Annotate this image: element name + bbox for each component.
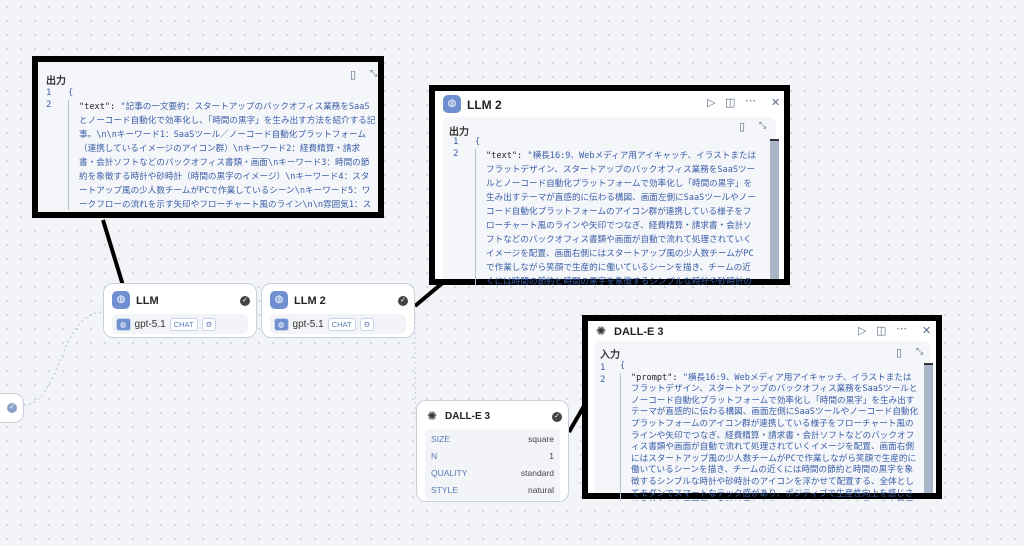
json-key: "prompt":: [631, 372, 678, 383]
book-icon[interactable]: ◫: [725, 97, 736, 109]
json-value: "横長16:9、Webメディア用アイキャッチ、イラストまたはフラットデザイン、ス…: [486, 151, 757, 285]
line-number: 2: [46, 100, 52, 110]
line-number: 2: [600, 375, 606, 385]
collapse-icon[interactable]: ⤡: [370, 68, 378, 78]
collapse-icon[interactable]: ⤡: [916, 346, 924, 356]
scrollbar[interactable]: [924, 363, 933, 493]
node-title: DALL-E 3: [445, 411, 490, 422]
model-icon: ◍: [274, 317, 289, 331]
settings-icon[interactable]: ⚙: [359, 317, 375, 331]
line-number: 1: [600, 363, 606, 373]
code-viewer[interactable]: { "text": "記事の一文要約：スタートアップのバックオフィス業務をSaa…: [68, 86, 376, 210]
panel-title: DALL-E 3: [614, 326, 664, 338]
llm2-panel: ◍ LLM 2 ▷ ◫ ⋯ ✕ 出力 ▯ ⤡ 1 2 { "text": "横長…: [429, 85, 790, 285]
json-value: "記事の一文要約：スタートアップのバックオフィス業務をSaaSとノーコード自動化…: [79, 102, 376, 210]
input-label: 入力: [600, 350, 620, 361]
clipboard-icon[interactable]: ▯: [350, 69, 357, 81]
code-viewer[interactable]: { "text": "横長16:9、Webメディア用アイキャッチ、イラストまたは…: [475, 135, 759, 285]
json-key: "text":: [79, 102, 116, 112]
param-key: N: [431, 451, 438, 461]
dalle-panel: ✺ DALL-E 3 ▷ ◫ ⋯ ✕ 入力 ▯ ⤡ 1 2 { "prompt"…: [582, 315, 942, 501]
line-number: 1: [46, 88, 52, 98]
panel-title: LLM 2: [467, 98, 502, 112]
param-key: QUALITY: [431, 468, 468, 478]
param-value: 1: [549, 451, 554, 461]
check-icon: ✓: [398, 296, 408, 306]
chat-badge: CHAT: [169, 317, 198, 331]
settings-icon[interactable]: ⚙: [201, 317, 217, 331]
code-brace: {: [475, 137, 481, 147]
param-key: SIZE: [431, 434, 450, 444]
chat-badge: CHAT: [327, 317, 356, 331]
check-icon: ✓: [552, 412, 562, 422]
code-brace: {: [68, 88, 74, 98]
book-icon[interactable]: ◫: [876, 325, 887, 337]
clipboard-icon[interactable]: ▯: [739, 121, 746, 133]
run-icon[interactable]: ▷: [707, 97, 716, 109]
json-key: "text":: [486, 151, 523, 161]
param-value: square: [528, 434, 554, 444]
start-node[interactable]: ✓: [0, 393, 24, 423]
line-number: 1: [453, 137, 459, 147]
llm-icon: ◍: [270, 291, 288, 309]
llm-icon: ◍: [443, 95, 461, 113]
close-icon[interactable]: ✕: [771, 97, 781, 109]
scrollbar[interactable]: [770, 139, 779, 279]
node-status-icon: ✓: [7, 403, 17, 413]
check-icon: ✓: [240, 296, 250, 306]
node-title: LLM: [136, 295, 159, 307]
clipboard-icon[interactable]: ▯: [896, 347, 903, 359]
output-panel-llm: 出力 ▯ ⤡ 1 2 { "text": "記事の一文要約：スタートアップのバッ…: [32, 56, 384, 218]
output-label: 出力: [46, 76, 66, 87]
more-icon[interactable]: ⋯: [896, 323, 907, 335]
openai-icon: ✺: [596, 324, 607, 338]
run-icon[interactable]: ▷: [858, 325, 867, 337]
param-size: SIZE square: [425, 429, 560, 449]
param-key: STYLE: [431, 485, 458, 495]
output-label: 出力: [449, 127, 469, 138]
param-style: STYLE natural: [425, 480, 560, 500]
json-value: "横長16:9、Webメディア用アイキャッチ、イラストまたはフラットデザイン、ス…: [631, 372, 919, 501]
code-brace: {: [620, 361, 626, 371]
openai-icon: ✺: [427, 409, 438, 423]
param-value: natural: [528, 485, 554, 495]
collapse-icon[interactable]: ⤡: [759, 120, 767, 130]
node-title: LLM 2: [294, 295, 326, 307]
model-icon: ◍: [116, 317, 131, 331]
model-name: gpt-5.1: [292, 318, 324, 330]
code-viewer[interactable]: { "prompt": "横長16:9、Webメディア用アイキャッチ、イラストま…: [620, 361, 920, 501]
param-value: standard: [520, 468, 554, 478]
param-quality: QUALITY standard: [425, 463, 560, 483]
close-icon[interactable]: ✕: [922, 325, 932, 337]
llm-icon: ◍: [112, 291, 130, 309]
more-icon[interactable]: ⋯: [745, 95, 756, 107]
line-number: 2: [453, 149, 459, 159]
model-name: gpt-5.1: [134, 318, 166, 330]
